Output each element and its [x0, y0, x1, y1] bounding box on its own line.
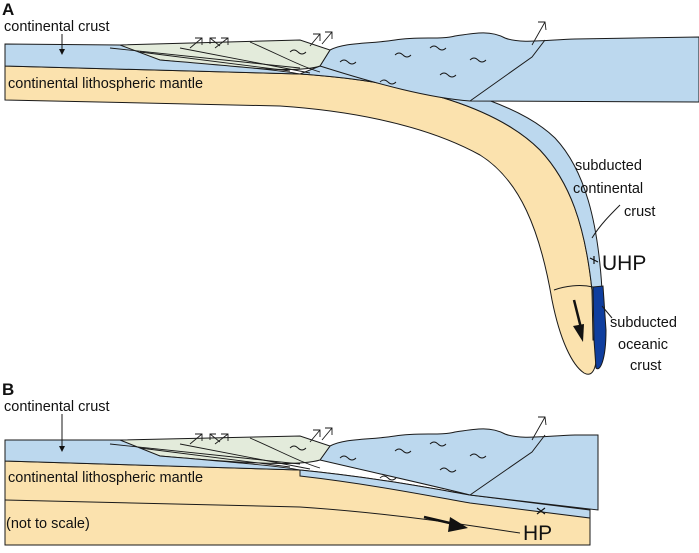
panel-a-continental-crust — [4, 43, 301, 75]
panel-b-squiggles — [289, 441, 487, 481]
panel-a-subducted-continental-2: continental — [573, 181, 643, 197]
panel-b-exhumation-arrows — [189, 416, 547, 445]
panel-b-continental-crust-label: continental crust — [4, 399, 110, 415]
panel-b-continental-crust — [4, 439, 301, 471]
panel-a-mantle-label: continental lithospheric mantle — [8, 76, 203, 92]
panel-a-squiggles — [289, 45, 487, 85]
panel-a-subducted-oceanic-3: crust — [630, 358, 661, 374]
panel-b-hp-marker — [536, 507, 546, 515]
panel-a-subducted-oceanic-1: subducted — [610, 315, 677, 331]
panel-a-oceanic-pointer — [601, 305, 613, 319]
panel-b-overriding-plate — [319, 428, 599, 511]
panel-a-continental-pointer — [591, 204, 621, 239]
panel-a: A — [2, 0, 699, 375]
panel-a-letter: A — [2, 0, 14, 19]
panel-a-continental-crust-label: continental crust — [4, 19, 110, 35]
panel-a-slab-arrow — [572, 299, 584, 342]
panel-a-overriding-plate — [319, 32, 699, 103]
panel-b-hp-label: HP — [523, 522, 552, 545]
panel-a-exhumation-arrows — [189, 21, 547, 49]
panel-b-scale-note: (not to scale) — [6, 516, 90, 532]
panel-b-slab-arrow — [423, 515, 468, 532]
panel-a-uhp-marker — [589, 256, 599, 264]
panel-b-letter: B — [2, 380, 14, 399]
panel-b-subducted-crust — [299, 469, 591, 519]
panel-b: B — [2, 380, 599, 546]
panel-a-oceanic-crust — [592, 285, 607, 370]
panel-a-uhp-label: UHP — [602, 252, 646, 275]
panel-a-subducted-continental-3: crust — [624, 204, 655, 220]
panel-a-subducted-oceanic-2: oceanic — [618, 337, 668, 353]
panel-b-mantle-label: continental lithospheric mantle — [8, 470, 203, 486]
panel-a-subducted-continental-1: subducted — [575, 158, 642, 174]
